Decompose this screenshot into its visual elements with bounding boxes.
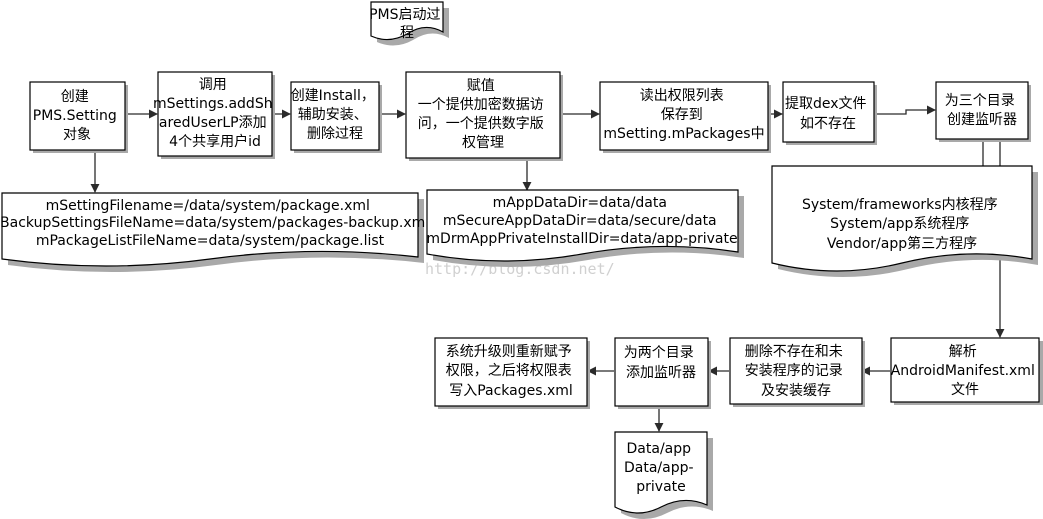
title-line-1: PMS启动过 xyxy=(369,7,440,23)
step-upgrade-perms-line: 权限，之后将权限表 xyxy=(446,363,572,379)
step-monitor-two-line: 为两个目录 xyxy=(624,345,694,361)
step-create-setting: 创建 PMS.Setting 对象 xyxy=(29,81,128,153)
step-assign-line: 一个提供加密数据访 xyxy=(418,96,544,113)
doc-data-dirs-line: mDrmAppPrivateInstallDir=data/app-privat… xyxy=(426,231,737,247)
step-assign-line: 问，一个提供数字版 xyxy=(418,116,544,132)
edge-dex-to-monitor xyxy=(877,105,936,115)
svg-text:为两个目录 添加监听器: 为两个目录 添加监听器 xyxy=(624,345,698,381)
step-delete-records-line: 及安装缓存 xyxy=(761,383,831,399)
step-upgrade-perms-line: 系统升级则重新赋予 xyxy=(446,344,572,360)
step-delete-records-line: 安装程序的记录 xyxy=(745,363,843,379)
step-read-perms-line: 保存到 xyxy=(661,107,703,123)
step-call-add-shared-line: 4个共享用户id xyxy=(169,133,261,150)
step-monitor-three-line: 为三个目录 xyxy=(945,93,1015,109)
step-create-setting-line: 对象 xyxy=(63,127,91,143)
step-extract-dex-line: 提取dex文件 xyxy=(785,96,867,112)
step-create-setting-line: PMS.Setting xyxy=(33,108,117,124)
step-read-perms-line: 读出权限列表 xyxy=(640,87,724,104)
doc-settings-files: mSettingFilename=/data/system/package.xm… xyxy=(0,192,434,272)
step-monitor-two: 为两个目录 添加监听器 xyxy=(614,337,711,409)
doc-monitored-two-line: private xyxy=(636,479,686,495)
svg-text:PMS启动过 程: PMS启动过 程 xyxy=(369,7,445,41)
doc-monitored-two-line: Data/app- xyxy=(624,460,694,476)
step-delete-records-line: 删除不存在和未 xyxy=(745,344,843,360)
doc-settings-files-line: mSettingFilename=/data/system/package.xm… xyxy=(46,198,370,214)
step-create-install-line: 创建Install， xyxy=(291,88,375,104)
doc-settings-files-line: mPackageListFileName=data/system/package… xyxy=(36,233,385,249)
doc-monitored-two: Data/app Data/app- private xyxy=(614,431,713,519)
step-call-add-shared-line: aredUserLP添加 xyxy=(159,115,267,131)
title-document: PMS启动过 程 xyxy=(369,1,449,46)
doc-monitored-three-line: System/frameworks内核程序 xyxy=(802,197,998,213)
step-delete-records: 删除不存在和未 安装程序的记录 及安装缓存 xyxy=(729,337,865,407)
step-parse-manifest-line: 解析 xyxy=(949,344,977,360)
step-extract-dex-line: 如不存在 xyxy=(800,116,856,132)
doc-data-dirs-line: mAppDataDir=data/data xyxy=(493,195,667,211)
svg-text:系统升级则重新赋予 权限，之后将权限表: 系统升级则重新赋予 权限，之后将权限表 写入Packages.xml xyxy=(446,344,576,399)
step-call-add-shared-line: mSettings.addSh xyxy=(153,96,273,112)
svg-text:删除不存在和未 安装程序的记录 及安: 删除不存在和未 安装程序的记录 及安装缓存 xyxy=(745,344,847,399)
step-upgrade-perms-line: 写入Packages.xml xyxy=(449,383,573,399)
svg-text:创建 PMS.Setting 对象: 创建 PMS.Setting 对象 xyxy=(33,89,121,143)
step-parse-manifest-line: 文件 xyxy=(951,382,979,398)
doc-monitored-three: System/frameworks内核程序 System/app系统程序 Ven… xyxy=(771,165,1038,277)
step-call-add-shared-line: 调用 xyxy=(199,77,227,93)
svg-text:解析 AndroidManifest.xml: 解析 AndroidManifest.xml 文件 xyxy=(891,344,1040,398)
step-assign-line: 权管理 xyxy=(462,135,504,151)
svg-text:创建Install， 辅助安装、 删: 创建Install， 辅助安装、 删除过程 xyxy=(291,88,380,142)
step-create-install-line: 删除过程 xyxy=(307,126,363,142)
step-parse-manifest: 解析 AndroidManifest.xml 文件 xyxy=(890,337,1043,405)
step-upgrade-perms: 系统升级则重新赋予 权限，之后将权限表 写入Packages.xml xyxy=(434,337,590,409)
svg-text:System/frameworks内核程序 Sy: System/frameworks内核程序 System/app系统程序 Ven… xyxy=(802,197,1002,252)
step-assign: 赋值 一个提供加密数据访 问，一个提供数字版 权管理 xyxy=(405,71,563,161)
doc-data-dirs-line: mSecureAppDataDir=data/secure/data xyxy=(443,213,717,229)
svg-text:为三个目录 创建监听器: 为三个目录 创建监听器 xyxy=(945,93,1019,128)
svg-text:mSettingFilename=/data/system/: mSettingFilename=/data/system/package.xm… xyxy=(0,198,434,249)
step-create-setting-line: 创建 xyxy=(61,89,89,105)
svg-text:读出权限列表 保存到 mSettin: 读出权限列表 保存到 mSetting.mPackages中 xyxy=(603,87,764,142)
doc-monitored-three-line: System/app系统程序 xyxy=(830,216,969,232)
title-line-2: 程 xyxy=(400,25,414,41)
step-extract-dex: 提取dex文件 如不存在 xyxy=(782,81,877,145)
svg-text:Data/app Data/app-: Data/app Data/app- private xyxy=(624,441,698,495)
step-monitor-two-line: 添加监听器 xyxy=(626,365,696,381)
step-monitor-three-line: 创建监听器 xyxy=(947,112,1017,128)
svg-text:赋值 一个提供加密数据访 问，一个提: 赋值 一个提供加密数据访 问，一个提供数字版 权管理 xyxy=(418,78,548,151)
step-parse-manifest-line: AndroidManifest.xml xyxy=(891,363,1035,379)
svg-text:mAppDataDir=data/data mS: mAppDataDir=data/data mSecureAppDataDir=… xyxy=(426,195,737,247)
svg-text:提取dex文件 如不存在: 提取dex文件 如不存在 xyxy=(785,96,871,132)
step-call-add-shared: 调用 mSettings.addSh aredUserLP添加 4个共享用户id xyxy=(153,71,277,159)
doc-monitored-three-line: Vendor/app第三方程序 xyxy=(827,235,977,252)
doc-monitored-two-line: Data/app xyxy=(627,441,692,457)
step-monitor-three: 为三个目录 创建监听器 xyxy=(935,81,1031,142)
svg-text:调用 mSettings.addSh: 调用 mSettings.addSh aredUserLP添加 4个共享用户id xyxy=(153,77,277,150)
step-assign-line: 赋值 xyxy=(467,78,495,94)
step-read-perms: 读出权限列表 保存到 mSetting.mPackages中 xyxy=(599,81,771,153)
step-create-install-line: 辅助安装、 xyxy=(298,107,368,123)
doc-data-dirs: mAppDataDir=data/data mSecureAppDataDir=… xyxy=(426,189,744,267)
connectors xyxy=(90,105,1005,432)
step-read-perms-line: mSetting.mPackages中 xyxy=(603,126,764,142)
step-create-install: 创建Install， 辅助安装、 删除过程 xyxy=(290,81,382,153)
doc-settings-files-line: mBackupSettingsFileName=data/system/pack… xyxy=(0,215,429,231)
